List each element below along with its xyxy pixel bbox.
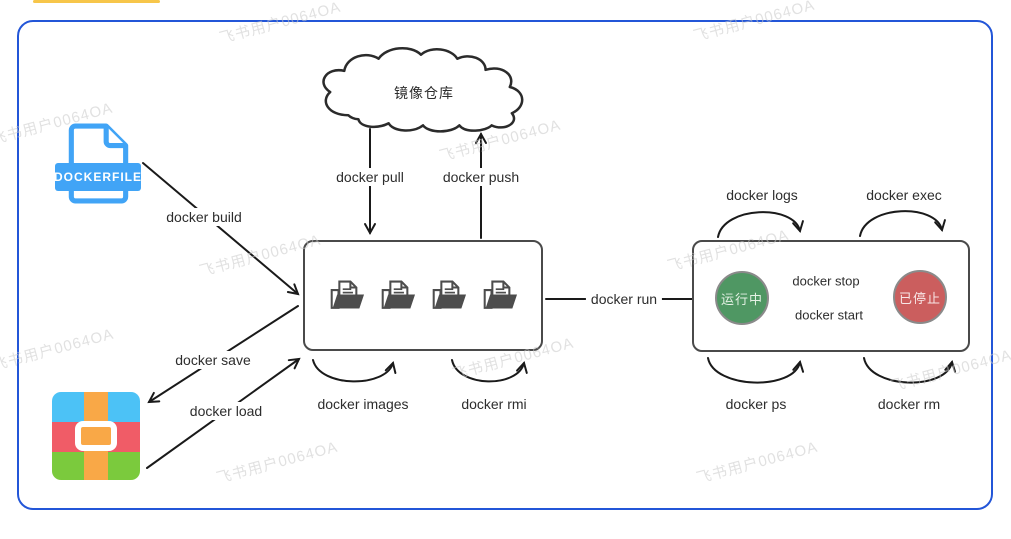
dockerfile-banner-label: DOCKERFILE [54, 163, 141, 191]
label-docker-run: docker run [585, 290, 663, 308]
image-icon [432, 280, 466, 309]
label-docker-start: docker start [791, 306, 867, 324]
registry-cloud-label: 镜像仓库 [394, 85, 454, 101]
registry-cloud [312, 42, 530, 141]
archive-icon [52, 392, 140, 480]
label-docker-images: docker images [312, 395, 414, 413]
accent-bar [33, 0, 160, 3]
running-state-circle: 运行中 [715, 271, 769, 325]
stopped-state-circle: 已停止 [893, 270, 947, 324]
label-docker-stop: docker stop [788, 272, 864, 290]
label-docker-exec: docker exec [861, 186, 947, 204]
images-box [303, 240, 543, 351]
label-docker-logs: docker logs [721, 186, 803, 204]
label-docker-pull: docker pull [331, 168, 409, 186]
label-docker-rmi: docker rmi [456, 395, 532, 413]
image-icon [381, 280, 415, 309]
archive-buckle [75, 421, 117, 451]
image-icon [483, 280, 517, 309]
label-docker-push: docker push [437, 168, 525, 186]
image-icon [330, 280, 364, 309]
label-docker-ps: docker ps [720, 395, 792, 413]
label-docker-save: docker save [170, 351, 256, 369]
label-docker-build: docker build [161, 208, 247, 226]
label-docker-load: docker load [184, 402, 268, 420]
label-docker-rm: docker rm [872, 395, 946, 413]
